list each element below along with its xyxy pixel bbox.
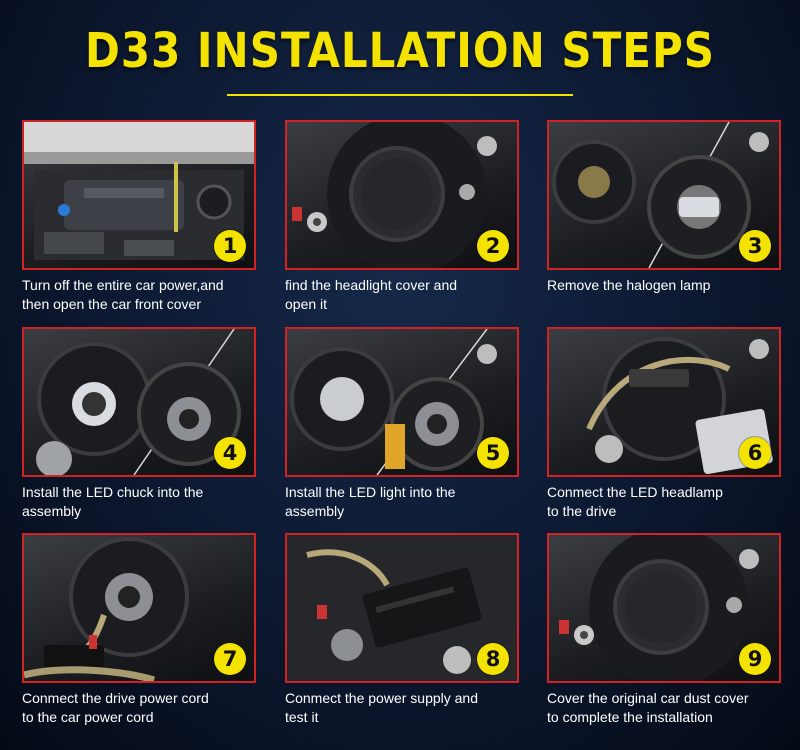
step-6: 6 Conmect the LED headlamp to the drive: [547, 327, 781, 521]
step-9-badge: 9: [739, 643, 771, 675]
led-chuck-image: [36, 329, 241, 475]
step-5-badge: 5: [477, 437, 509, 469]
title-underline: [227, 94, 573, 96]
step-9-caption: Cover the original car dust cover to com…: [547, 690, 749, 725]
dust-cover-image: [559, 535, 759, 681]
step-2-photo: 2: [285, 120, 519, 270]
step-8-photo: 8: [285, 533, 519, 683]
power-supply-test-image: [287, 535, 517, 681]
step-2: 2 find the headlight cover and open it: [285, 120, 519, 314]
step-9: 9 Cover the original car dust cover to c…: [547, 533, 781, 727]
power-cord-image: [24, 537, 189, 681]
led-light-image: [290, 329, 497, 475]
step-7-photo: 7: [22, 533, 256, 683]
step-8-caption: Conmect the power supply and test it: [285, 690, 478, 725]
step-1: 1 Turn off the entire car power,and then…: [22, 120, 256, 314]
step-6-photo: 6: [547, 327, 781, 477]
step-1-photo: 1: [22, 120, 256, 270]
step-3-badge: 3: [739, 230, 771, 262]
step-4-caption: Install the LED chuck into the assembly: [22, 484, 204, 519]
step-2-badge: 2: [477, 230, 509, 262]
step-3-caption: Remove the halogen lamp: [547, 277, 711, 293]
step-7-badge: 7: [214, 643, 246, 675]
step-3-photo: 3: [547, 120, 781, 270]
step-1-badge: 1: [214, 230, 246, 262]
engine-bay-image: [24, 122, 254, 260]
step-7: 7 Conmect the drive power cord to the ca…: [22, 533, 256, 727]
page-title: D33 INSTALLATION STEPS: [85, 22, 715, 79]
step-6-caption: Conmect the LED headlamp to the drive: [547, 484, 723, 519]
step-5-caption: Install the LED light into the assembly: [285, 484, 456, 519]
step-5: 5 Install the LED light into the assembl…: [285, 327, 519, 521]
step-1-caption: Turn off the entire car power,and then o…: [22, 277, 224, 312]
step-4-badge: 4: [214, 437, 246, 469]
headlight-cover-image: [292, 122, 497, 268]
step-2-caption: find the headlight cover and open it: [285, 277, 458, 312]
step-9-photo: 9: [547, 533, 781, 683]
step-8-badge: 8: [477, 643, 509, 675]
step-3: 3 Remove the halogen lamp: [547, 120, 781, 295]
step-6-badge: 6: [739, 437, 771, 469]
step-4: 4 Install the LED chuck into the assembl…: [22, 327, 256, 521]
step-8: 8 Conmect the power supply and test it: [285, 533, 519, 727]
halogen-lamp-image: [552, 122, 769, 268]
step-4-photo: 4: [22, 327, 256, 477]
step-5-photo: 5: [285, 327, 519, 477]
step-7-caption: Conmect the drive power cord to the car …: [22, 690, 209, 725]
